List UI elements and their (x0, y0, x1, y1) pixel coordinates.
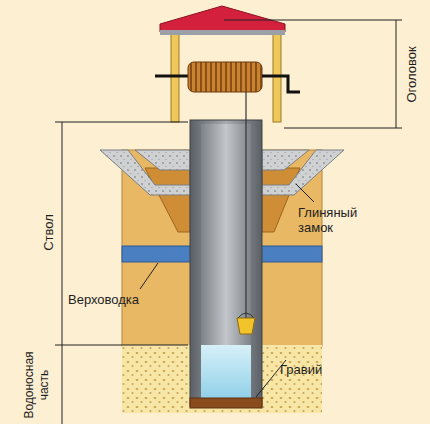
dimension-label: Водоносная часть (22, 347, 52, 423)
part-label: Верховодка (68, 292, 139, 307)
part-label: Глиняный замок (298, 205, 370, 235)
part-label: Гравий (280, 362, 322, 377)
dimension-label: Ствол (40, 214, 55, 251)
dimension-label: Оголовок (404, 46, 419, 102)
